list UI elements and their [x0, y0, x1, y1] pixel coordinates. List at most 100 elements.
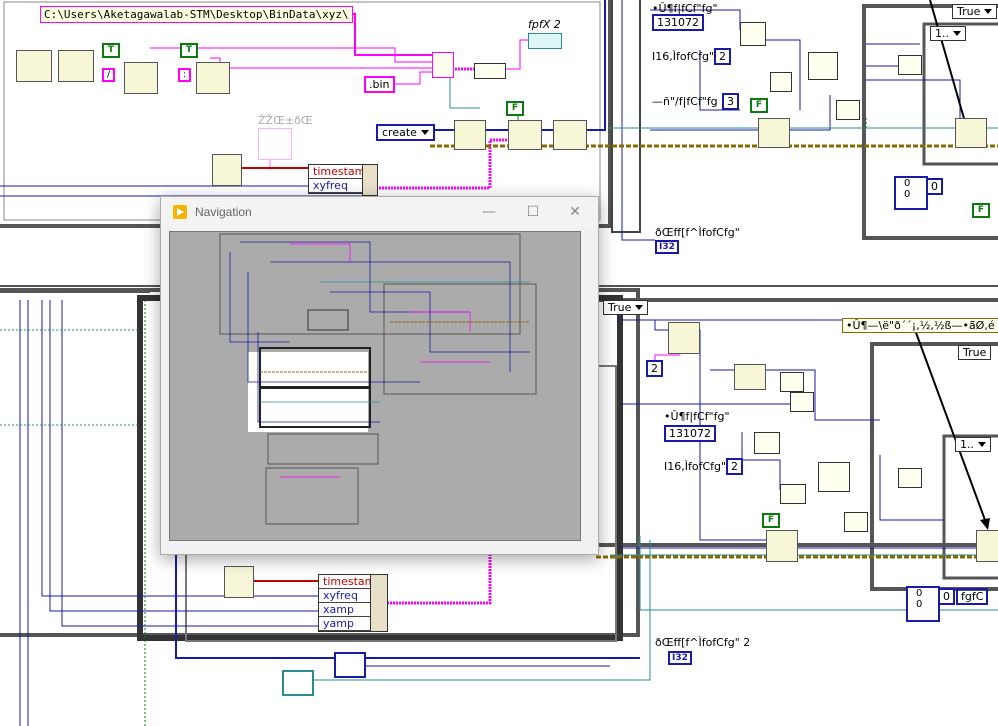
timestamp-cluster-bottom[interactable]: timestamp xyfreq xamp yamp — [318, 574, 382, 632]
bool-constant-false-3[interactable]: F — [972, 203, 990, 218]
colon-constant[interactable]: : — [178, 68, 192, 82]
i16-label-mid: I16,ÌfofCfg" — [664, 460, 727, 473]
garbled-top-label: ŽŽŒ±ðŒ — [258, 114, 313, 127]
bundle-node-bottom[interactable] — [370, 574, 388, 632]
const-2-mid[interactable]: 2 — [646, 360, 663, 377]
bin-extension-constant[interactable]: .bin — [364, 76, 395, 93]
path-indicator-right[interactable]: fgfC — [956, 588, 989, 605]
i32-indicator-bottom[interactable]: I32 — [668, 651, 692, 665]
array-element-mid[interactable]: 0 — [938, 588, 955, 605]
array-zero-top-2: 0 — [904, 189, 911, 200]
timestamp-source-icon[interactable] — [212, 154, 242, 186]
array-indicator-top[interactable]: 0 0 — [894, 176, 928, 210]
cluster-field-timestamp: timestamp — [309, 165, 372, 179]
array-element-top[interactable]: 0 — [926, 178, 943, 195]
add-node-top[interactable] — [770, 72, 792, 92]
multiply-node-top[interactable] — [740, 22, 766, 46]
close-icon[interactable]: ✕ — [569, 204, 581, 220]
add-node-mid[interactable] — [790, 392, 814, 412]
navigation-title-bar[interactable]: Navigation — [161, 197, 598, 227]
index-selector-right[interactable]: 1.. — [955, 437, 991, 452]
fpfx-label: fpfX 2 — [528, 18, 561, 31]
case-selector-true-right[interactable]: True — [958, 345, 992, 360]
const-131072-top[interactable]: 131072 — [652, 14, 704, 31]
string-to-path-node[interactable] — [474, 63, 506, 79]
write-binary-icon-4[interactable] — [766, 530, 798, 562]
const-131072-mid[interactable]: 131072 — [664, 425, 716, 442]
open-file-icon[interactable] — [454, 120, 486, 150]
timer-icon[interactable] — [16, 50, 52, 82]
timestamp-source-icon-2[interactable] — [224, 566, 254, 598]
case-arrow-icon-mid — [635, 305, 644, 310]
i16-label-top: I16,ÌfofCfg" — [652, 50, 715, 63]
bool-constant-true-1[interactable]: T — [102, 43, 120, 58]
create-enum-constant[interactable]: create — [376, 124, 435, 141]
const-3-top[interactable]: 3 — [722, 93, 739, 110]
array-path-label: —ñ"/f|fCf"fg — [652, 95, 718, 108]
write-binary-icon-2[interactable] — [758, 118, 790, 148]
maximize-icon[interactable]: ☐ — [526, 204, 540, 220]
date-time-icon[interactable] — [58, 50, 94, 82]
multiply-node-mid-2[interactable] — [754, 432, 780, 454]
cluster-field-xyfreq-bottom: xyfreq — [319, 589, 371, 603]
index-arrow-icon-right — [978, 442, 986, 447]
select-node-mid[interactable] — [844, 512, 868, 532]
concatenate-strings-node[interactable] — [432, 52, 454, 78]
index-label-top: 1.. — [935, 27, 949, 40]
timestamp-cluster-top[interactable]: timestamp xyfreq — [308, 164, 372, 194]
path-constant[interactable]: C:\Users\Aketagawalab-STM\Desktop\BinDat… — [40, 6, 353, 23]
case-true-label-mid: True — [608, 301, 632, 314]
save-option-label-right: •Û¶—\ë"ð´´¡,½,½ß—•ã̈Ø,é — [842, 318, 998, 333]
cluster-field-yamp: yamp — [319, 617, 371, 631]
array-zero-mid-2: 0 — [916, 599, 923, 610]
navigation-preview[interactable] — [169, 231, 581, 541]
array-zero-mid-1: 0 — [916, 588, 923, 599]
const-2-top[interactable]: 2 — [714, 48, 731, 65]
const-2-mid-2[interactable]: 2 — [726, 458, 743, 475]
array-subset-icon[interactable] — [734, 364, 766, 390]
format-time-icon[interactable] — [124, 62, 158, 94]
navigation-title: Navigation — [195, 205, 252, 219]
navigation-window[interactable]: Navigation — ☐ ✕ — [160, 196, 599, 555]
write-binary-icon[interactable] — [508, 120, 542, 150]
bool-constant-false-2[interactable]: F — [750, 98, 768, 113]
add-node-right-mid[interactable] — [898, 468, 922, 488]
index-label-right: 1.. — [960, 438, 974, 451]
compare-node-top[interactable] — [808, 52, 838, 80]
enum-arrow-icon — [420, 130, 429, 135]
bundle-node-top[interactable] — [362, 164, 378, 196]
build-array-icon[interactable] — [668, 322, 700, 354]
bool-constant-true-2[interactable]: T — [180, 43, 198, 58]
close-file-icon[interactable] — [553, 120, 587, 150]
add-node-right-top[interactable] — [898, 55, 922, 75]
save-path-label-mid: •Û¶f|fCf"fg" — [664, 410, 730, 423]
array-indicator-mid[interactable]: 0 0 — [906, 586, 940, 622]
slash-constant-1[interactable]: / — [102, 68, 116, 82]
case-arrow-icon-top — [984, 9, 993, 14]
labview-app-icon — [173, 205, 187, 219]
string-display-faded[interactable] — [258, 128, 292, 160]
cluster-field-xamp: xamp — [319, 603, 371, 617]
write-binary-icon-3[interactable] — [955, 118, 987, 148]
create-enum-label: create — [382, 126, 417, 139]
i32-data-label-top: ðŒff[f^ÌfofCfg" — [655, 226, 740, 239]
compare-node-mid[interactable] — [818, 462, 850, 492]
case-selector-true-mid[interactable]: True — [603, 300, 649, 315]
multiply-node-mid[interactable] — [780, 372, 804, 392]
select-node-top[interactable] — [836, 100, 860, 120]
case-selector-true-top[interactable]: True — [952, 4, 998, 19]
i32-indicator-top[interactable]: I32 — [655, 240, 679, 254]
minimize-icon[interactable]: — — [482, 204, 496, 220]
cluster-field-xyfreq: xyfreq — [309, 179, 364, 193]
case-true-label-top: True — [957, 5, 981, 18]
shift-register-teal[interactable] — [282, 670, 314, 696]
write-binary-icon-5[interactable] — [976, 530, 998, 562]
shift-register-blue[interactable] — [334, 652, 366, 678]
bool-constant-false-4[interactable]: F — [762, 513, 780, 528]
bool-constant-false-1[interactable]: F — [506, 101, 524, 116]
format-time-icon-2[interactable] — [196, 62, 230, 94]
add-node-mid-2[interactable] — [780, 484, 806, 504]
navigation-preview-thumbnail — [170, 232, 580, 540]
index-selector-top[interactable]: 1.. — [930, 26, 966, 41]
path-indicator[interactable] — [528, 33, 562, 49]
